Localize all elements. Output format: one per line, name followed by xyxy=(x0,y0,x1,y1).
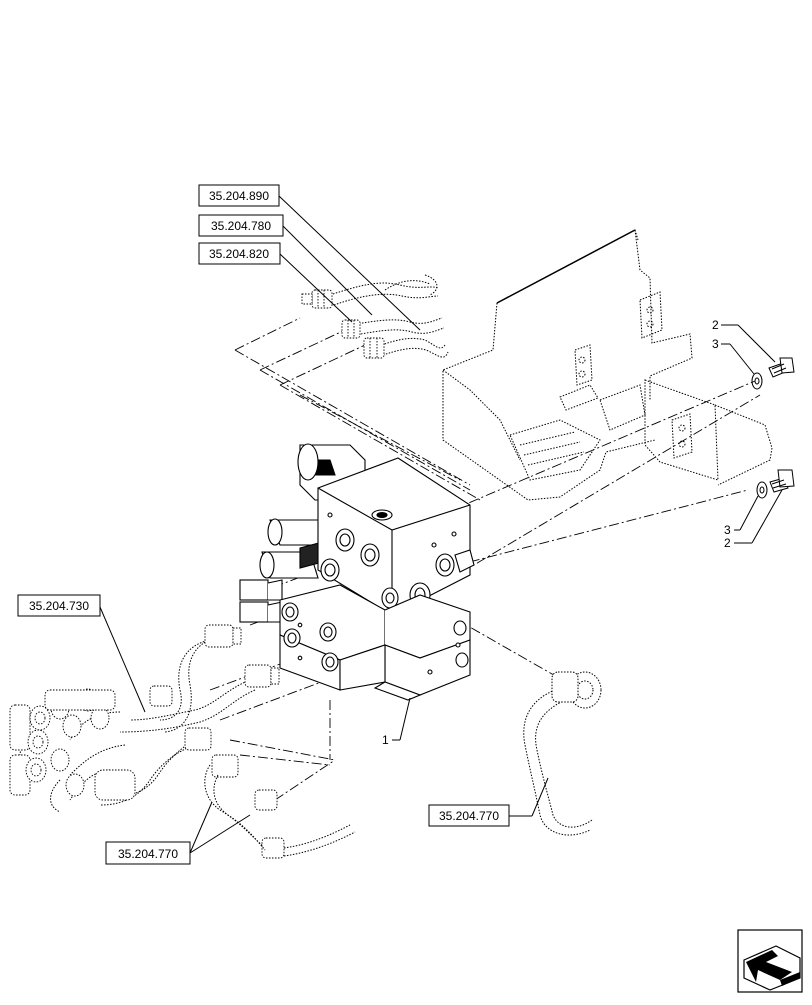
callout-text: 35.204.780 xyxy=(211,219,271,233)
item-label-bolt-bottom: 2 xyxy=(724,536,731,550)
top-hoses xyxy=(329,274,449,358)
callout-text: 35.204.820 xyxy=(209,247,269,261)
callout-35-204-780: 35.204.780 xyxy=(198,214,284,237)
callout-text: 35.204.770 xyxy=(439,809,499,823)
bolt-top-icon xyxy=(768,357,795,378)
hose-fitting-1-icon xyxy=(301,289,333,309)
item-leaders-right xyxy=(721,324,783,544)
hose-fitting-3-icon xyxy=(363,337,385,359)
bracket-top-edge xyxy=(496,229,636,304)
lower-right-fitting-icon xyxy=(551,671,602,709)
callout-35-204-770-left: 35.204.770 xyxy=(105,841,191,865)
left-hoses xyxy=(19,634,256,813)
callout-text: 35.204.730 xyxy=(29,599,89,613)
mounting-bracket xyxy=(442,229,773,501)
callout-35-204-890: 35.204.890 xyxy=(198,184,280,207)
nav-arrow-icon[interactable] xyxy=(737,929,803,993)
callout-35-204-820: 35.204.820 xyxy=(198,242,281,265)
hose-fitting-2-icon xyxy=(341,319,361,339)
callout-leaders xyxy=(99,195,549,854)
quick-couplers xyxy=(9,624,285,859)
bolt-bottom-icon xyxy=(769,469,795,493)
item-label-valve-block: 1 xyxy=(382,733,389,747)
valve-block-assembly xyxy=(239,443,475,701)
washer-top-icon xyxy=(751,372,763,390)
callout-text: 35.204.770 xyxy=(118,847,178,861)
item-label-washer-bottom: 3 xyxy=(724,523,731,537)
callout-35-204-730: 35.204.730 xyxy=(17,594,101,617)
item-label-bolt-top: 2 xyxy=(712,318,719,332)
callout-text: 35.204.890 xyxy=(209,189,269,203)
lower-right-hose xyxy=(523,689,593,836)
washer-bottom-icon xyxy=(756,481,768,499)
callout-35-204-770-right: 35.204.770 xyxy=(428,804,510,827)
item-label-washer-top: 3 xyxy=(712,337,719,351)
lower-left-hose xyxy=(204,764,356,857)
